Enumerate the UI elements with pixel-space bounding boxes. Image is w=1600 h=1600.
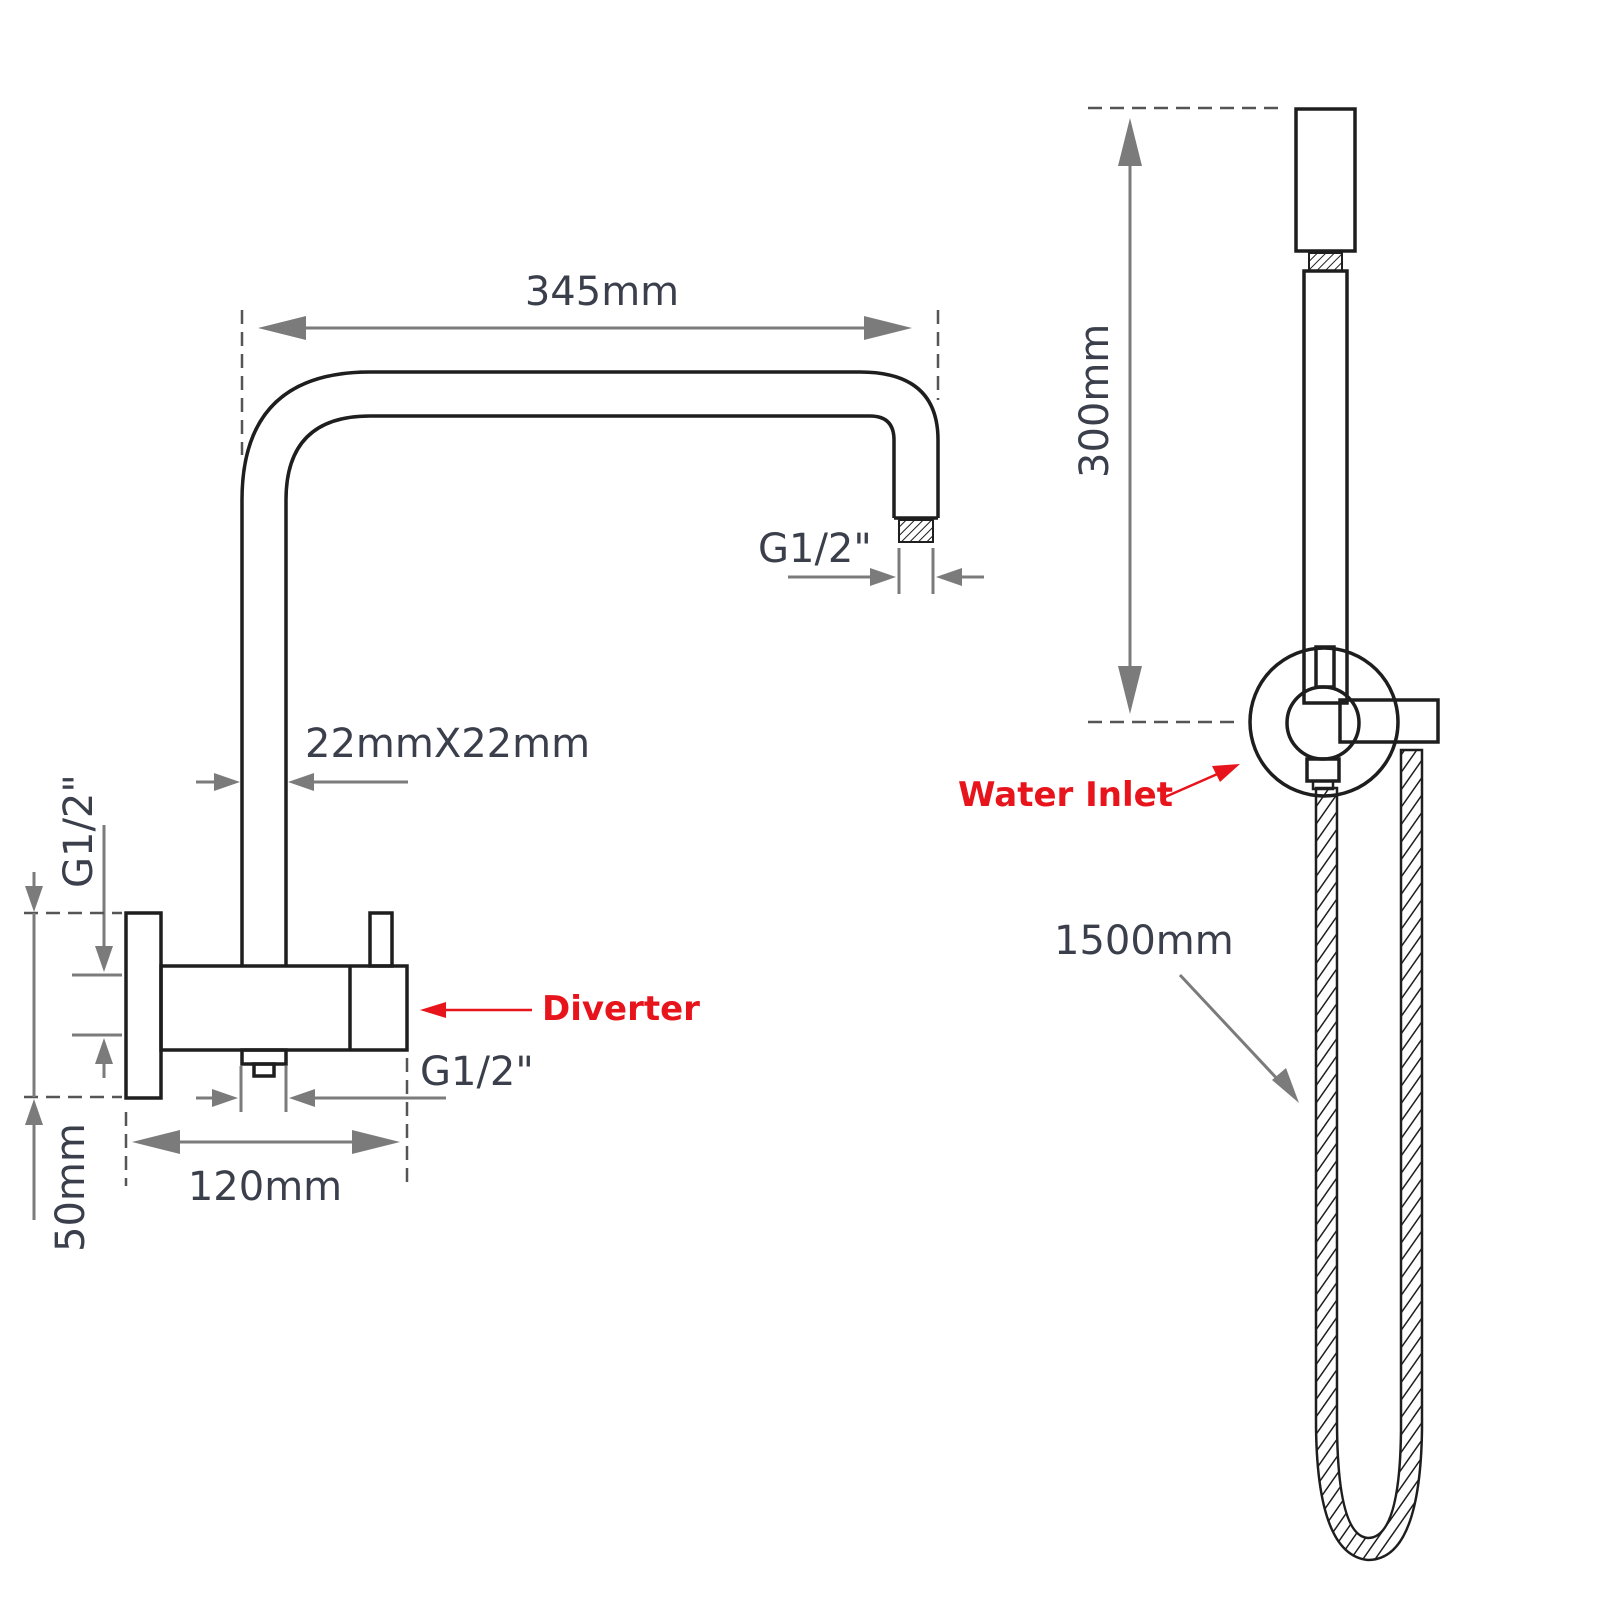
hand-shower-handle [1302, 269, 1349, 705]
outlet-elbow [1285, 685, 1361, 761]
dimension-mixer-bottom-thread: G1/2" [196, 1049, 534, 1112]
water-inlet-label: Water Inlet [958, 775, 1173, 815]
rail-height-label: 300mm [1072, 324, 1118, 478]
hose-connector [1305, 757, 1341, 783]
shower-arm-outer [240, 370, 940, 965]
shower-arm-assembly [124, 370, 940, 1100]
water-inlet-callout: Water Inlet [958, 764, 1240, 815]
pipe-section-label: 22mmX22mm [305, 721, 590, 767]
dimension-rail-height: 300mm [1072, 106, 1284, 724]
arm-length-label: 345mm [525, 269, 679, 315]
holder-pin [1314, 645, 1336, 689]
dimension-pipe-section: 22mmX22mm [196, 721, 590, 791]
hose-length-label: 1500mm [1054, 918, 1234, 964]
mixer-side-thread-label: G1/2" [56, 774, 102, 888]
mixer-body [159, 964, 409, 1052]
hand-shower-assembly [1248, 107, 1440, 1562]
arm-outlet-thread-label: G1/2" [758, 526, 872, 572]
diverter-label: Diverter [542, 989, 700, 1029]
arm-outlet-thread [898, 519, 934, 543]
dimension-hose-length: 1500mm [1054, 918, 1299, 1103]
diverter-knob [368, 911, 394, 968]
holder-arm [1338, 698, 1440, 744]
hand-shower-head [1294, 107, 1357, 253]
shower-arm-inner [284, 414, 896, 965]
dimension-arm-length: 345mm [240, 269, 940, 455]
mixer-bottom-thread-label: G1/2" [420, 1049, 534, 1095]
mixer-depth-label: 50mm [48, 1123, 94, 1252]
mixer-bottom-outlet [240, 1048, 288, 1066]
dimension-mixer-side-thread: G1/2" [56, 774, 122, 1078]
wall-outlet-plate [1248, 646, 1400, 798]
dimension-mixer-depth: 50mm [24, 872, 122, 1252]
dimension-arm-outlet-thread: G1/2" [758, 526, 984, 594]
hand-shower-thread [1308, 252, 1343, 272]
shower-hose [1314, 748, 1424, 1562]
mixer-wall-plate [124, 911, 163, 1100]
mixer-width-label: 120mm [188, 1164, 342, 1210]
dimension-mixer-width: 120mm [124, 1058, 409, 1210]
diverter-callout: Diverter [420, 989, 700, 1029]
